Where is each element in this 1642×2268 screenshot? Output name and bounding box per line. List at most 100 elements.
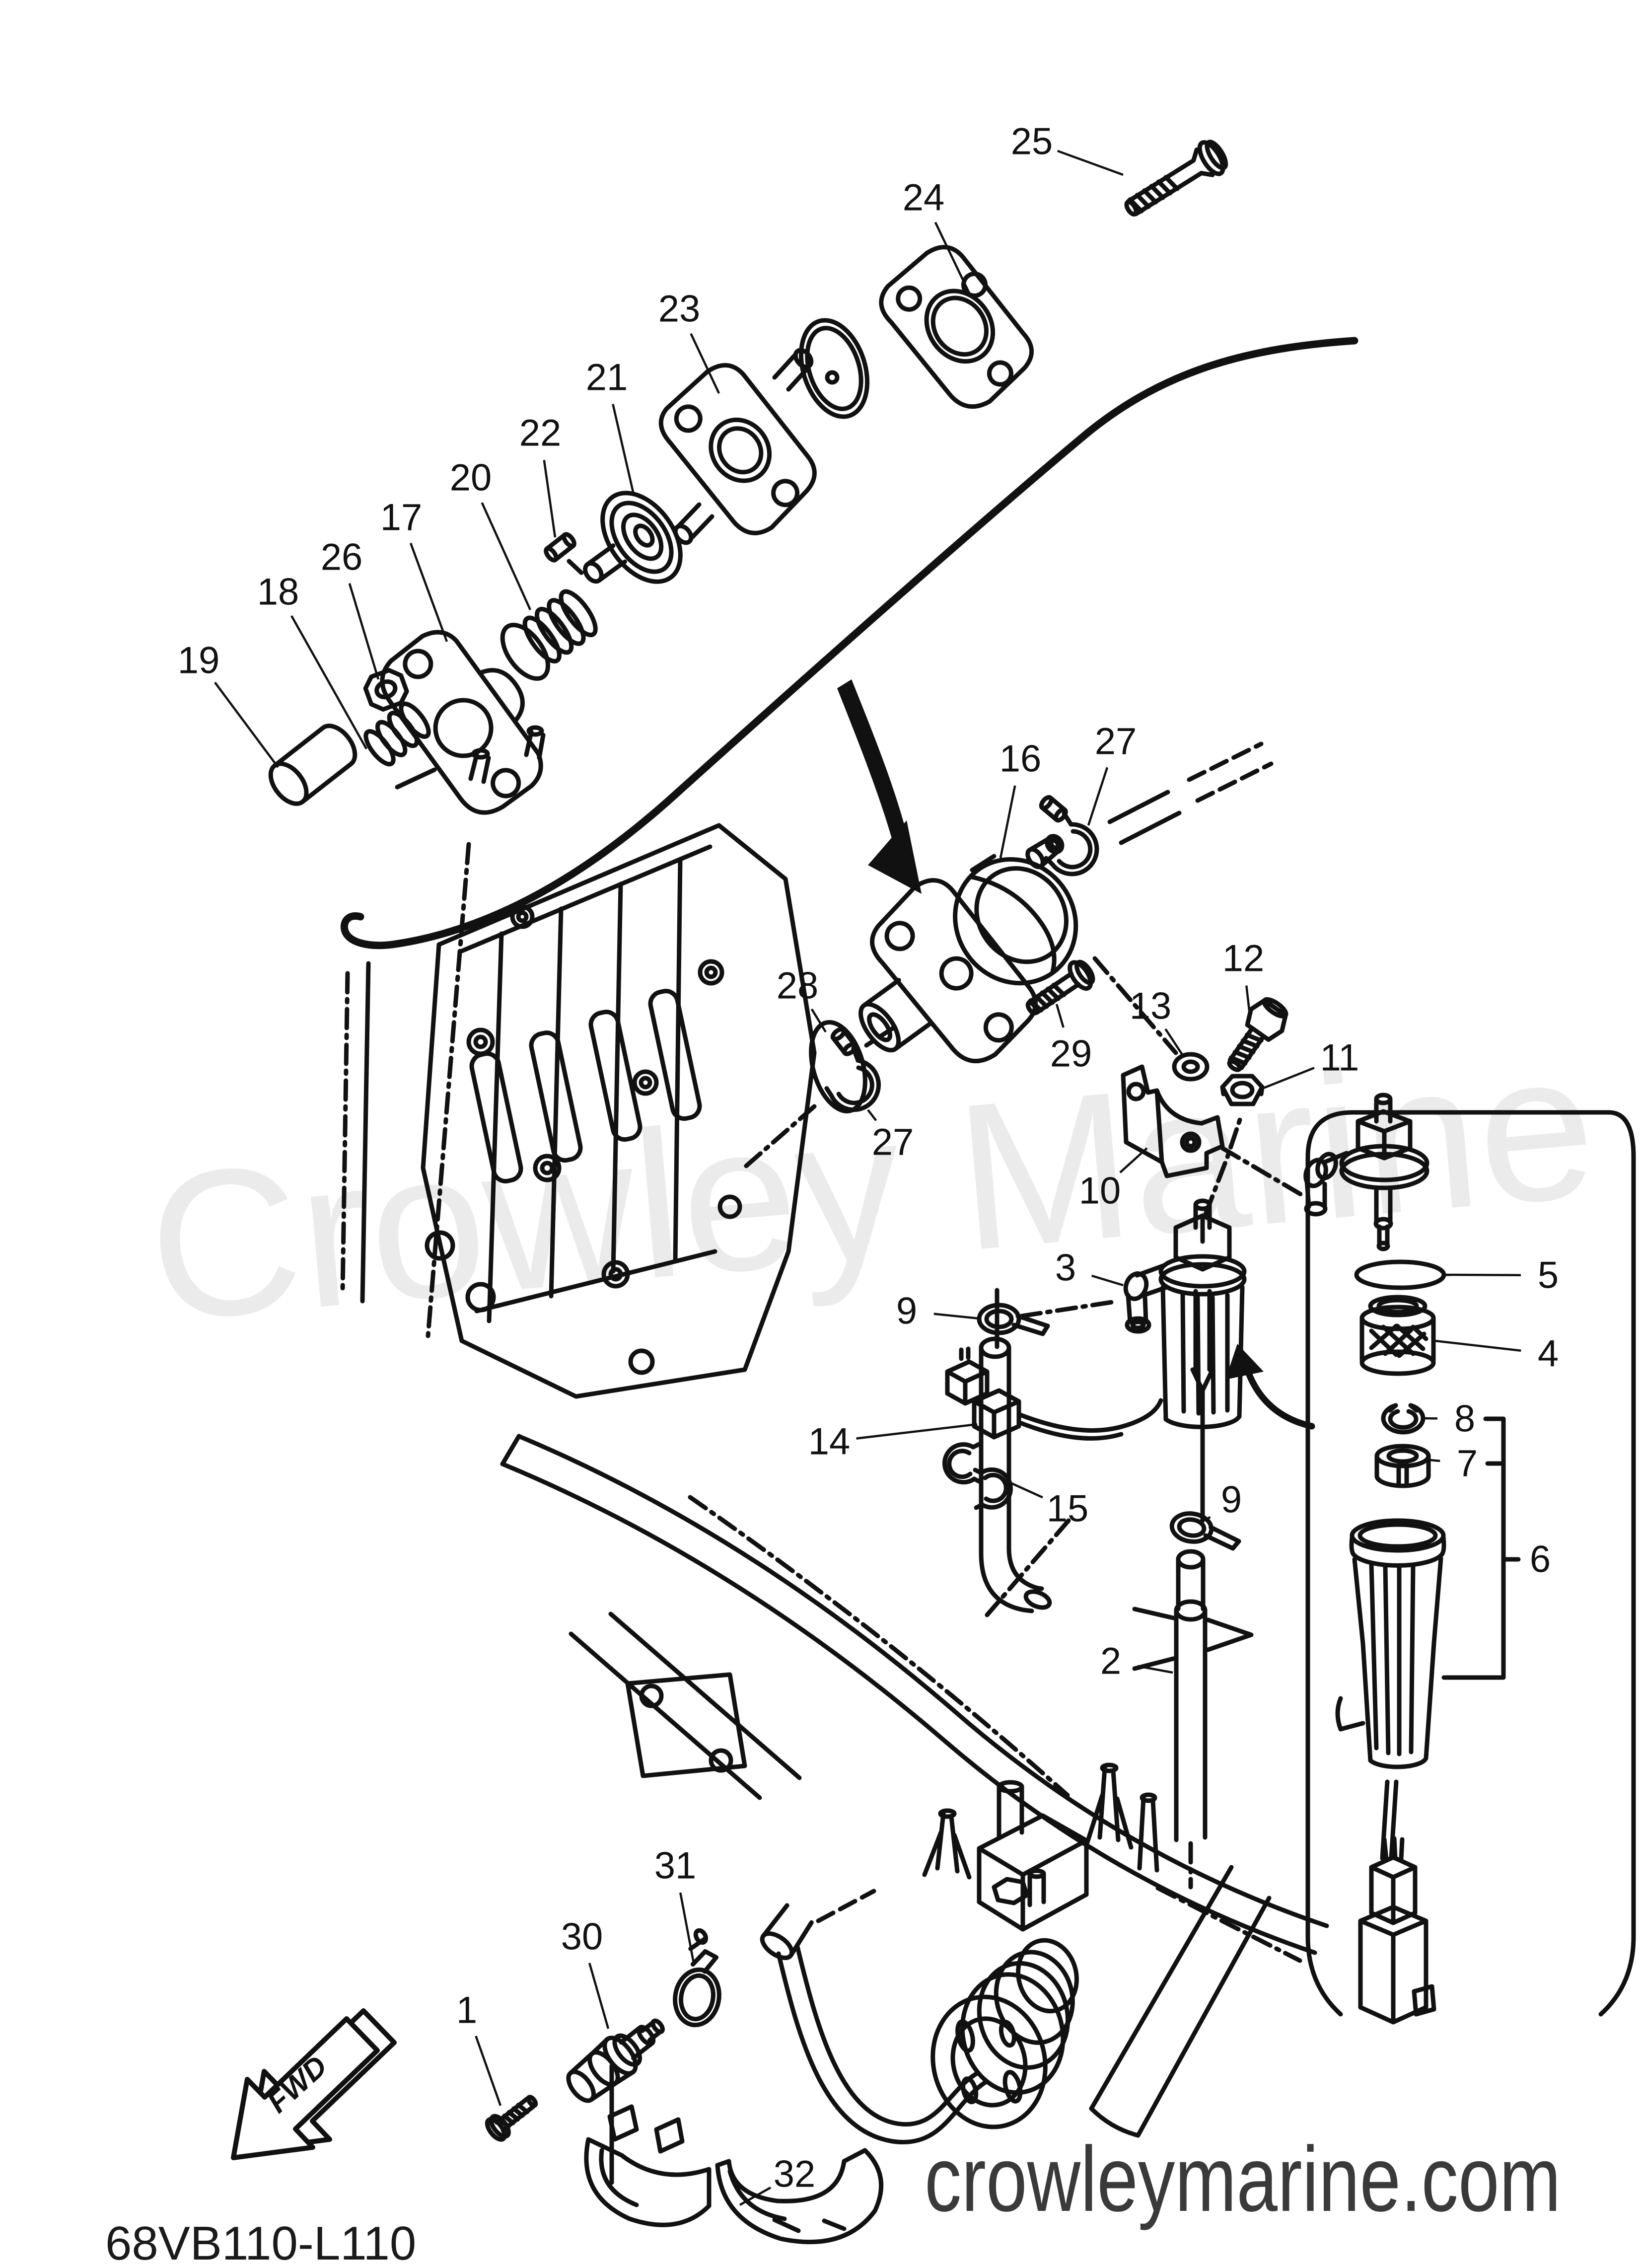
screw-1: [485, 2095, 538, 2142]
callout-leader-30-30: [588, 1963, 610, 2029]
curved-arrow: [1225, 1344, 1315, 1430]
callout-17-6[interactable]: 17: [380, 497, 423, 539]
clamp-31: [673, 1928, 721, 2028]
callout-25-0[interactable]: 25: [1011, 121, 1053, 163]
callout-9-23[interactable]: 9: [1221, 1479, 1242, 1521]
callout-leader-7-28: [1429, 1459, 1440, 1463]
filter-cup-6: [1335, 1518, 1446, 1861]
fuel-connector-30: [566, 2018, 665, 2185]
callout-leader-28-12: [810, 1008, 827, 1033]
callout-4-26[interactable]: 4: [1538, 1333, 1559, 1375]
callout-23-2[interactable]: 23: [658, 288, 701, 330]
callout-leader-1-32: [475, 2036, 502, 2106]
callout-27-13[interactable]: 27: [872, 1121, 914, 1164]
callout-leader-23-2: [690, 333, 720, 394]
callout-19-9[interactable]: 19: [178, 640, 220, 682]
callout-24-1[interactable]: 24: [903, 177, 945, 219]
callout-8-27[interactable]: 8: [1454, 1398, 1475, 1440]
cover-shells-32: [584, 2104, 884, 2245]
callout-leader-18-8: [290, 615, 367, 750]
callout-14-21[interactable]: 14: [808, 1421, 851, 1463]
callout-leader-24-1: [934, 221, 971, 293]
pointer-arrow: [837, 679, 922, 894]
plunger-19: [268, 724, 357, 806]
washer-13: [1172, 1052, 1210, 1082]
callout-leader-2-24: [1137, 1665, 1173, 1674]
callout-28-12[interactable]: 28: [777, 965, 819, 1007]
callout-15-22[interactable]: 15: [1047, 1488, 1089, 1530]
callout-6-29[interactable]: 6: [1530, 1538, 1551, 1581]
hose-clamp-27-upper: [1039, 741, 1274, 877]
bracket-lines-6-7-8: [1441, 1416, 1521, 1680]
sensor-connector: [1358, 1836, 1436, 2025]
callout-29-14[interactable]: 29: [1050, 1033, 1092, 1075]
callout-7-28[interactable]: 7: [1457, 1443, 1478, 1485]
callout-1-32[interactable]: 1: [456, 1989, 477, 2032]
bracket-10: [1092, 956, 1306, 1198]
fuel-filter-assembly-3: [1123, 1116, 1247, 1523]
callout-9-20[interactable]: 9: [896, 1290, 917, 1332]
callout-10-18[interactable]: 10: [1079, 1170, 1121, 1212]
callout-leader-31-31: [679, 1892, 696, 1966]
pin-22: [544, 532, 587, 579]
callout-18-8[interactable]: 18: [257, 571, 299, 613]
drawing-code: 68VB110-L110: [105, 2217, 416, 2268]
callout-2-24[interactable]: 2: [1100, 1640, 1121, 1683]
engine-block: [340, 725, 817, 1399]
screw-25: [1124, 140, 1228, 217]
callout-30-30[interactable]: 30: [561, 1916, 603, 1958]
callout-leader-9-20: [933, 1313, 980, 1320]
callout-leader-27-11: [1087, 767, 1109, 826]
nut-11: [1220, 1074, 1265, 1106]
callout-12-15[interactable]: 12: [1222, 938, 1265, 980]
diaphragm-disc: [798, 318, 870, 419]
callout-leader-21-3: [612, 404, 635, 495]
callout-13-16[interactable]: 13: [1130, 985, 1172, 1027]
callout-leader-4-26: [1434, 1339, 1521, 1352]
callout-21-3[interactable]: 21: [586, 357, 628, 399]
callout-leader-12-15: [1245, 985, 1252, 1020]
callout-20-5[interactable]: 20: [450, 457, 492, 499]
callout-16-10[interactable]: 16: [999, 738, 1042, 780]
callout-leader-29-14: [1055, 1004, 1065, 1028]
callout-leader-26-7: [348, 583, 380, 680]
pump-cover-24: [879, 245, 1034, 409]
filter-element-4: [1359, 1295, 1436, 1376]
callout-leader-25-0: [1057, 149, 1124, 176]
callout-26-7[interactable]: 26: [321, 536, 363, 579]
bolt-29: [1025, 959, 1095, 1016]
callout-leader-20-5: [481, 502, 532, 610]
o-ring-5: [1354, 1259, 1446, 1290]
callout-leader-22-4: [543, 460, 557, 538]
callout-leader-13-16: [1164, 1028, 1185, 1058]
hose-clamp-27-lower: [824, 1027, 881, 1112]
callout-leader-16-10: [999, 785, 1016, 859]
callout-31-31[interactable]: 31: [654, 1845, 697, 1887]
callout-leader-27-13: [867, 1109, 877, 1121]
callout-leader-9-23: [1205, 1516, 1211, 1522]
callout-27-11[interactable]: 27: [1095, 721, 1137, 763]
fwd-arrow: FWD: [231, 2008, 397, 2160]
callout-3-19[interactable]: 3: [1055, 1247, 1076, 1289]
spring-20: [500, 589, 598, 681]
callout-32-33[interactable]: 32: [774, 2153, 816, 2195]
fuel-pump-16: [858, 834, 1078, 1064]
callout-11-17[interactable]: 11: [1320, 1037, 1359, 1079]
pump-body-23: [658, 348, 817, 545]
clamp-15: [942, 1442, 1013, 1510]
wire-connectors: [945, 1346, 1163, 1441]
fuel-cock-top: [1303, 1093, 1429, 1251]
callout-leader-11-17: [1262, 1067, 1315, 1090]
callout-5-25[interactable]: 5: [1538, 1254, 1559, 1297]
callout-leader-19-9: [214, 681, 279, 768]
callout-22-4[interactable]: 22: [519, 412, 562, 454]
detail-box: [1305, 1110, 1636, 2017]
fuel-tube-2: [985, 1518, 1254, 1890]
upper-casing: [500, 1434, 1329, 2145]
callout-leader-10-18: [1119, 1147, 1148, 1173]
callout-leader-32-33: [739, 2187, 772, 2206]
circlip-8: [1381, 1403, 1426, 1435]
